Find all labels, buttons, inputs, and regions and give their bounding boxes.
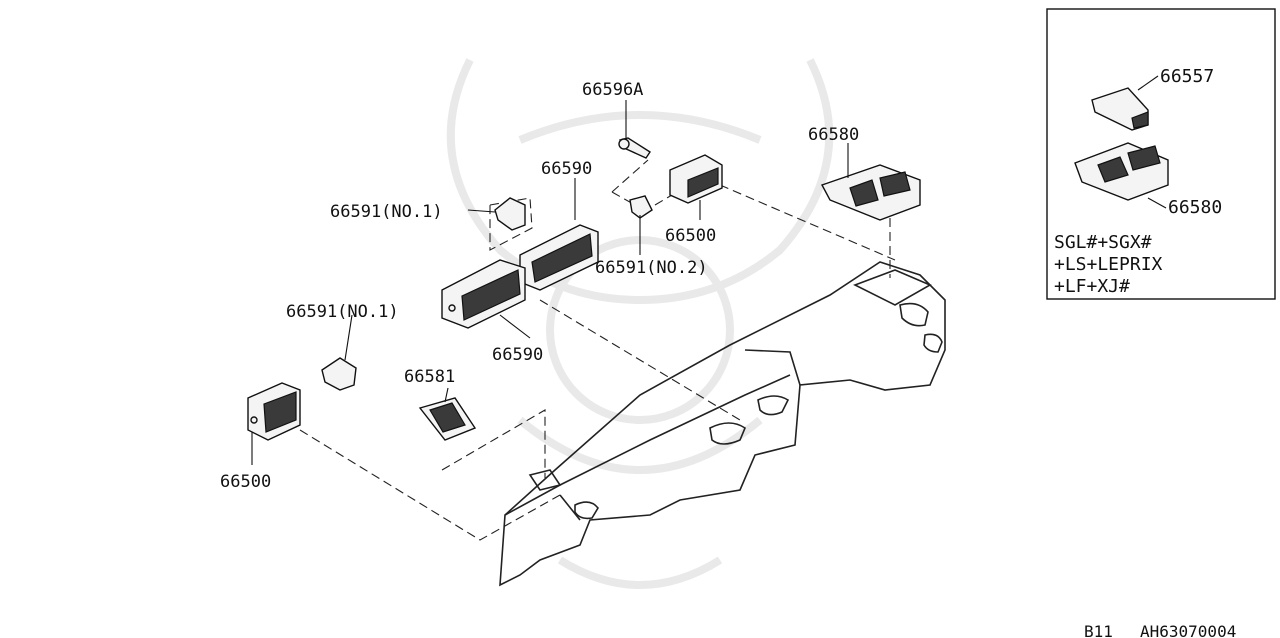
vent-66500-center xyxy=(669,154,723,204)
footer-section: B11 xyxy=(1084,622,1113,638)
inset-label-66557: 66557 xyxy=(1160,66,1214,87)
assembly-lines xyxy=(299,159,896,541)
label-66581: 66581 xyxy=(404,367,455,387)
inset-note-line-2: +LS+LEPRIX xyxy=(1054,254,1163,275)
label-66591-no1-top: 66591(NO.1) xyxy=(330,202,443,222)
footer-diagram-code: AH63070004 xyxy=(1140,622,1236,638)
part-66580-inset xyxy=(1074,142,1169,201)
inset-label-66580: 66580 xyxy=(1168,197,1222,218)
label-66590-top: 66590 xyxy=(541,159,592,179)
label-66596a: 66596A xyxy=(582,80,643,100)
screw-66596a xyxy=(618,137,651,159)
inset-note-line-3: +LF+XJ# xyxy=(1054,276,1130,297)
label-66500-center: 66500 xyxy=(665,226,716,246)
label-66580-main: 66580 xyxy=(808,125,859,145)
grille-66580-main xyxy=(820,164,921,221)
vent-66581 xyxy=(418,397,477,441)
inset-note-line-1: SGL#+SGX# xyxy=(1054,232,1152,253)
vent-66500-left xyxy=(247,382,301,441)
clip-66591-no2 xyxy=(629,195,653,219)
label-66500-left: 66500 xyxy=(220,472,271,492)
label-66591-no2: 66591(NO.2) xyxy=(595,258,708,278)
vent-66590-lower xyxy=(441,259,526,329)
clip-66591-no1-top xyxy=(494,197,526,231)
label-66590-mid: 66590 xyxy=(492,345,543,365)
part-66557 xyxy=(1091,87,1149,131)
leader-lines xyxy=(251,100,849,465)
vent-66590-upper xyxy=(519,224,599,291)
inset-panel: 66557 66580 SGL#+SGX# +LS+LEPRIX +LF+XJ# xyxy=(1046,8,1276,300)
label-66591-no1-left: 66591(NO.1) xyxy=(286,302,399,322)
clip-66591-no1-left xyxy=(321,357,357,391)
watermark-emblem xyxy=(446,58,834,589)
instrument-panel xyxy=(499,261,946,587)
